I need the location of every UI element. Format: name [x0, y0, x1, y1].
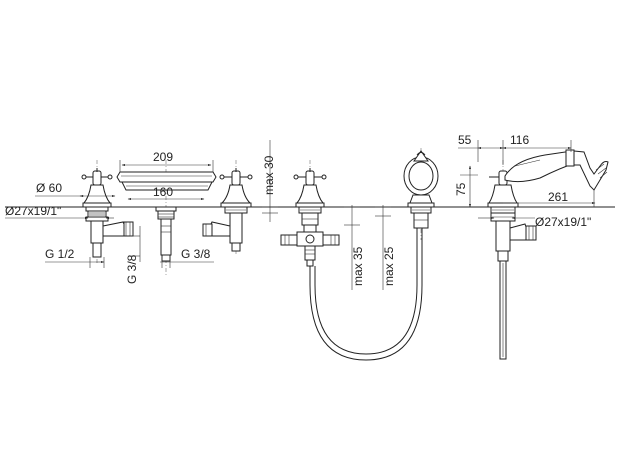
- diverter-valve: [280, 160, 340, 275]
- dim-g38-left: G 3/8: [125, 254, 139, 284]
- dim-g38-right: G 3/8: [181, 247, 211, 261]
- dim-width-209: 209: [153, 150, 173, 164]
- dim-thread-right: Ø27x19/1": [535, 215, 591, 229]
- dim-max-35: max 35: [351, 246, 365, 286]
- right-valve: [202, 160, 253, 255]
- dim-diameter-60: Ø 60: [36, 181, 62, 195]
- dim-g12: G 1/2: [45, 247, 75, 261]
- dim-max-25: max 25: [382, 246, 396, 286]
- dim-width-116: 116: [510, 133, 529, 147]
- dim-width-55: 55: [458, 133, 472, 147]
- dim-length-261: 261: [548, 190, 568, 204]
- dim-width-160: 160: [153, 185, 173, 199]
- dim-thread-left: Ø27x19/1": [5, 204, 61, 218]
- shower-hose: [309, 228, 423, 361]
- center-spout: [116, 160, 217, 275]
- dim-height-75: 75: [454, 182, 468, 196]
- hand-shower-holder: [403, 148, 439, 240]
- side-view-hand-shower: [487, 149, 609, 360]
- left-valve: [81, 160, 134, 265]
- dim-max-30: max 30: [262, 155, 276, 195]
